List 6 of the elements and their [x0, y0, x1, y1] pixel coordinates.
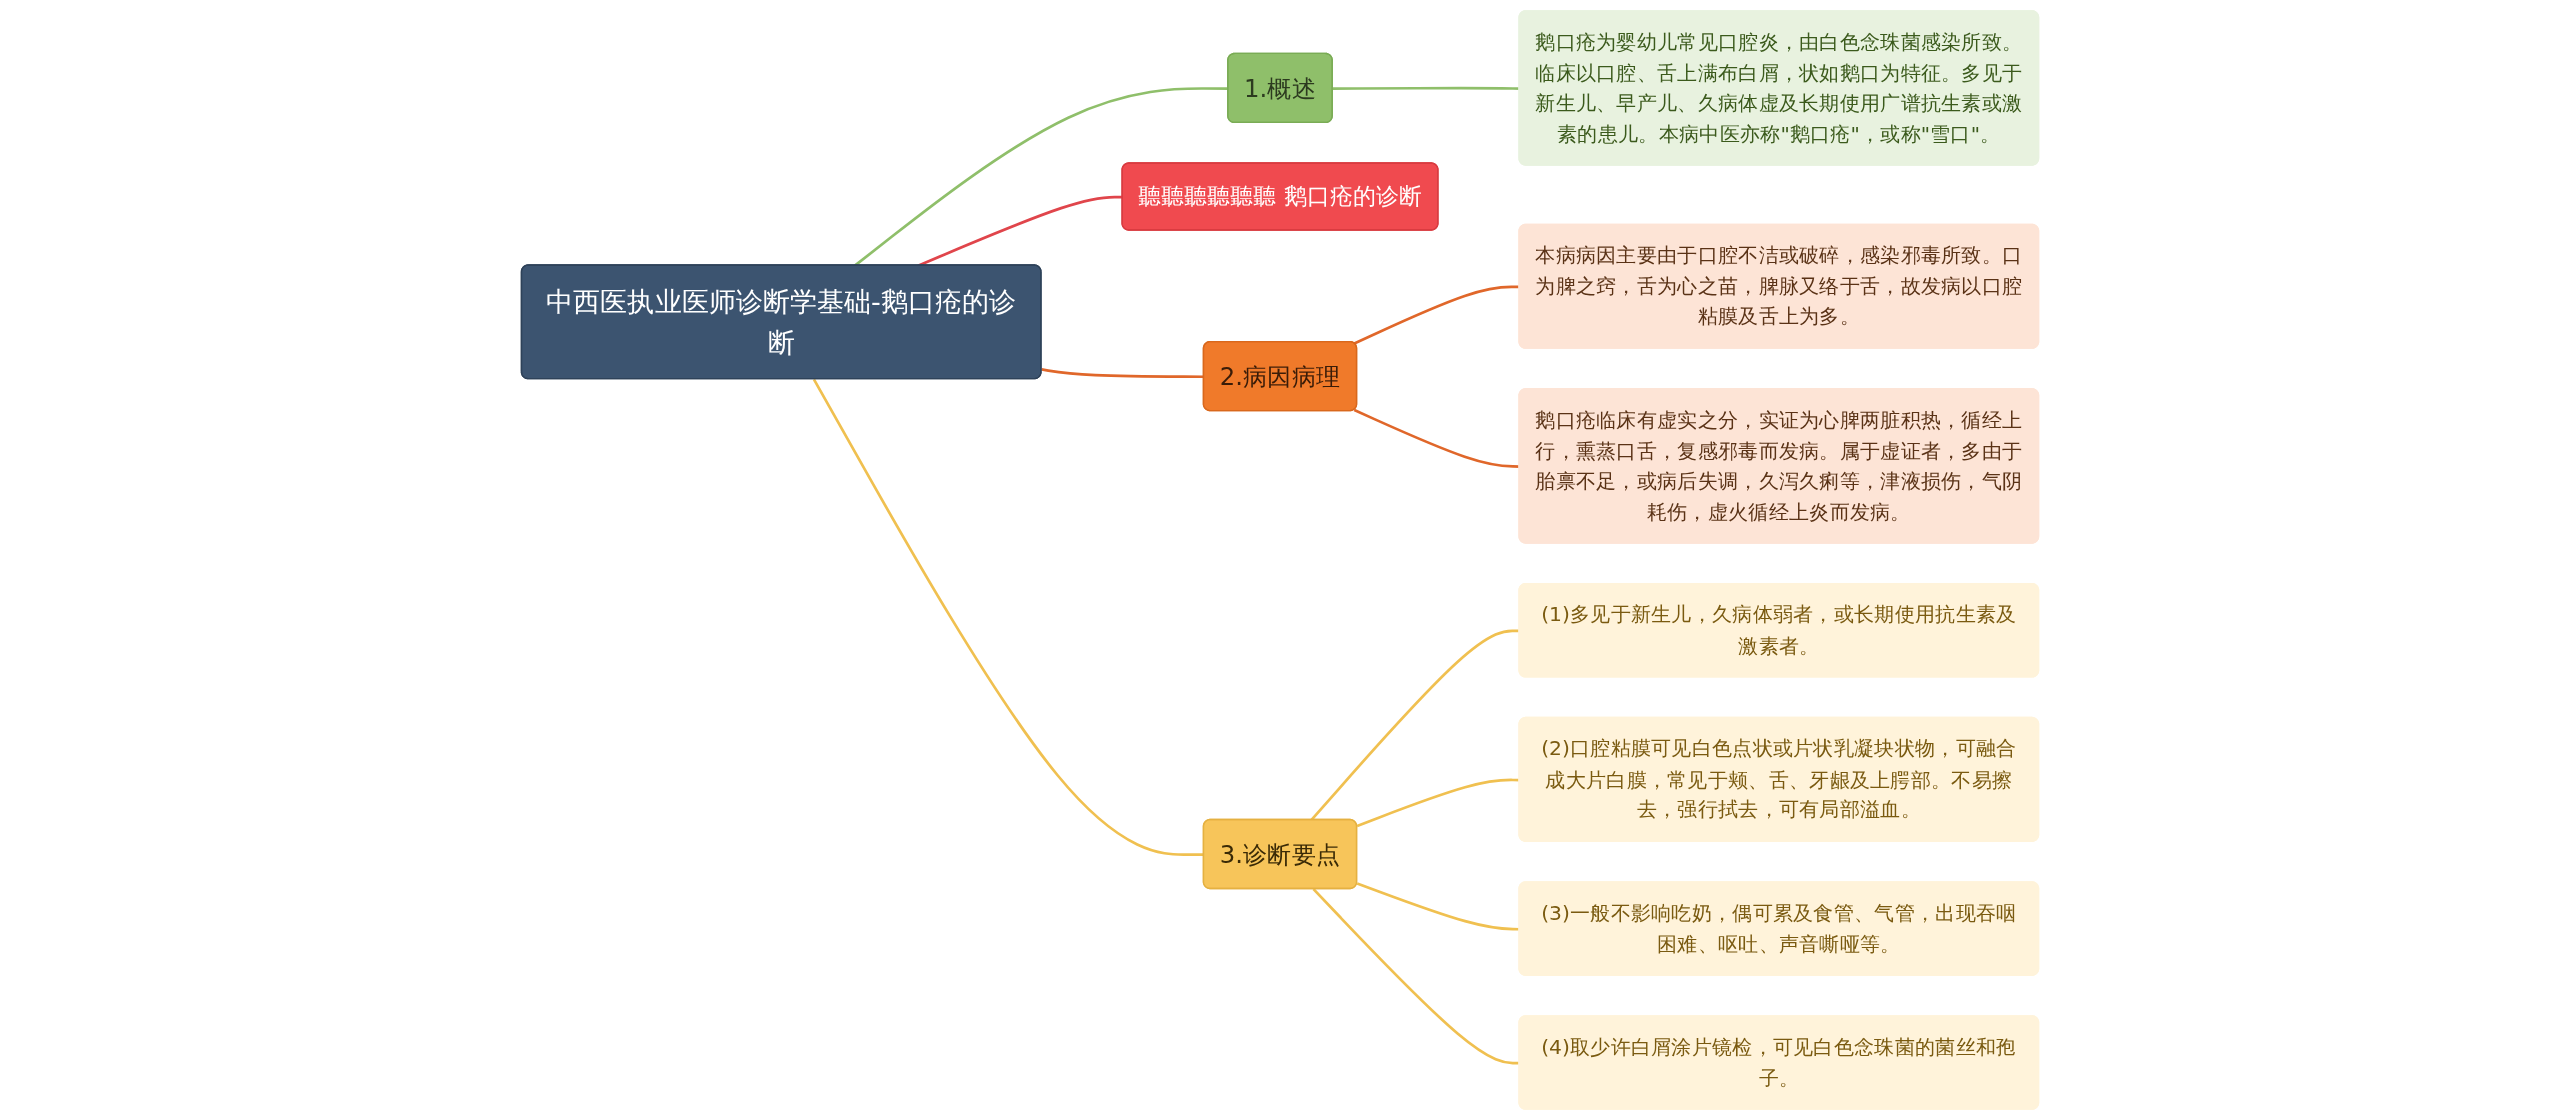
connector — [1353, 285, 1520, 345]
connector — [1332, 86, 1520, 90]
connector — [1356, 778, 1520, 828]
connector — [1312, 888, 1520, 1065]
connector — [1353, 408, 1520, 468]
connector — [1356, 882, 1520, 931]
